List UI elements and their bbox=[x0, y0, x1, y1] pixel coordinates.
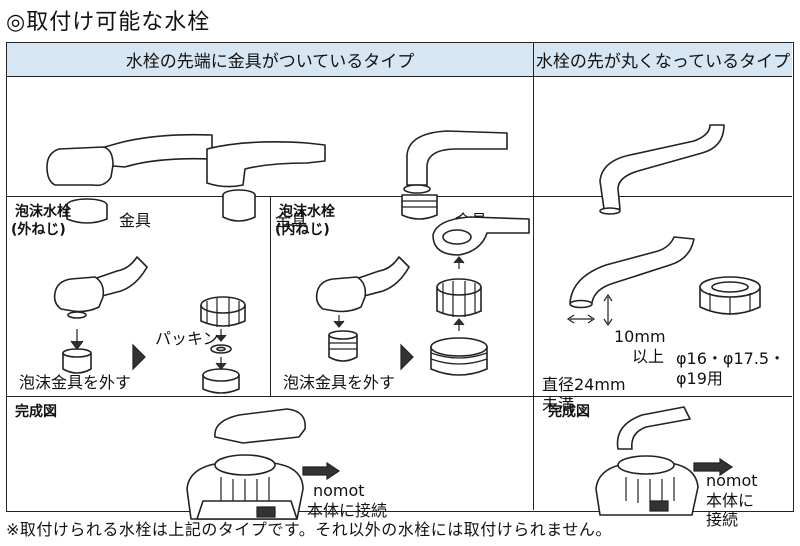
cell-complete-right: 完成図 nomot 本体に 接続 bbox=[534, 397, 792, 529]
sizes-value: φ16・φ17.5・ bbox=[676, 349, 786, 368]
cell-foam-outer: 泡沫水栓 (外ねじ) パッキン 泡沫金具を外す bbox=[7, 197, 271, 397]
diameter-value: 直径24mm bbox=[542, 375, 626, 394]
foam-outer-illustration bbox=[53, 256, 246, 394]
complete-left-illustration bbox=[186, 408, 341, 520]
complete-label-left: 完成図 bbox=[15, 404, 57, 420]
connect-right-a: 本体に bbox=[706, 491, 755, 510]
sizes-sub: φ19用 bbox=[676, 369, 723, 388]
packing-label: パッキン bbox=[155, 329, 219, 348]
gap-value: 10mm bbox=[614, 327, 666, 346]
complete-right-illustration bbox=[595, 406, 734, 516]
connect-right-b: 接続 bbox=[706, 510, 739, 529]
cell-tip-fitting-types: 金具 金具 金具 bbox=[7, 77, 534, 230]
diameter-sub: 未満 bbox=[542, 395, 575, 414]
foam-outer-remove-label: 泡沫金具を外す bbox=[19, 373, 132, 392]
page-title: ◎取付け可能な水栓 bbox=[6, 10, 211, 35]
foam-inner-subtitle: (内ねじ) bbox=[275, 222, 330, 238]
cell-complete-left: 完成図 nomot 本体に接続 bbox=[7, 397, 534, 520]
foam-inner-remove-label: 泡沫金具を外す bbox=[283, 373, 396, 392]
fitting-label-1: 金具 bbox=[119, 211, 152, 230]
round-spout-illustration bbox=[599, 124, 725, 215]
footnote: ※取付けられる水栓は上記のタイプです。それ以外の水栓には取付けられません。 bbox=[6, 520, 612, 539]
foam-outer-title: 泡沫水栓 bbox=[15, 204, 71, 220]
connect-left: 本体に接続 bbox=[307, 501, 388, 520]
cell-round-tip-type bbox=[534, 77, 792, 215]
faucet-table: 水栓の先端に金具がついているタイプ 水栓の先が丸くなっているタイプ 金具 金具 … bbox=[6, 42, 794, 529]
gap-sub: 以上 bbox=[632, 347, 665, 366]
header-round-tip: 水栓の先が丸くなっているタイプ bbox=[534, 43, 792, 77]
faucet-fittings-illustration bbox=[46, 130, 508, 224]
foam-inner-illustration bbox=[315, 216, 530, 376]
cell-round-spout-spec: 10mm 以上 直径24mm 未満 φ16・φ17.5・ φ19用 bbox=[534, 197, 792, 414]
brand-right: nomot bbox=[706, 471, 758, 490]
round-spout-spec-illustration bbox=[566, 236, 761, 327]
cell-foam-inner: 泡沫水栓 (内ねじ) 泡沫金具を外す bbox=[271, 197, 534, 397]
fitting-label-2: 金具 bbox=[275, 211, 308, 230]
header-tip-fitting: 水栓の先端に金具がついているタイプ bbox=[7, 43, 534, 77]
complete-label-right: 完成図 bbox=[548, 404, 590, 420]
brand-left: nomot bbox=[313, 481, 365, 500]
foam-inner-title: 泡沫水栓 bbox=[279, 204, 335, 220]
foam-outer-subtitle: (外ねじ) bbox=[11, 222, 66, 238]
